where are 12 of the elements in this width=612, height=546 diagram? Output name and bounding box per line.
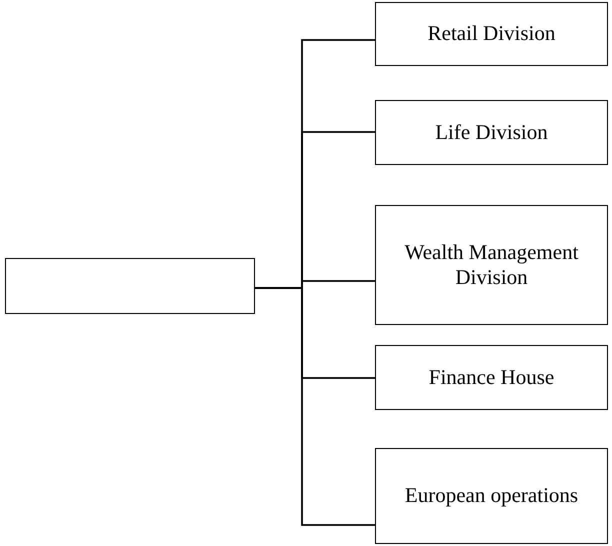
division-box	[375, 345, 608, 410]
root-box	[5, 258, 255, 314]
node-label: Retail Division	[426, 21, 556, 47]
node-label: European operations	[404, 483, 580, 509]
division-box	[375, 205, 608, 325]
connector-line	[255, 287, 375, 526]
node-label: Wealth Management Division	[404, 240, 580, 290]
node-label: Finance House	[428, 364, 556, 390]
division-box	[375, 100, 608, 165]
node-label: Life Division	[434, 120, 549, 146]
division-box	[375, 448, 608, 544]
division-box	[375, 2, 608, 66]
